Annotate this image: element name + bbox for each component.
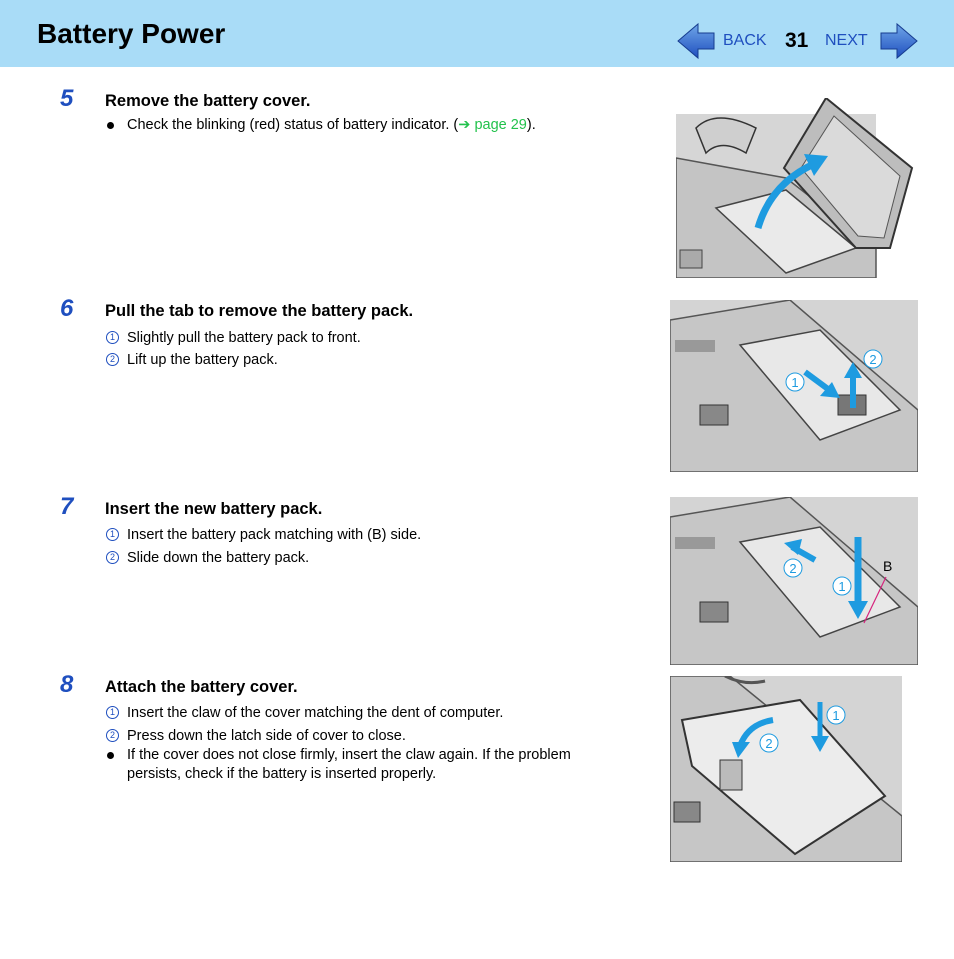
step-title: Pull the tab to remove the battery pack. [105, 302, 414, 320]
figure-label: 1 [832, 708, 839, 723]
circled-number-1: 1 [106, 706, 119, 719]
circled-number-2: 2 [106, 551, 119, 564]
bullet-icon [107, 122, 114, 129]
figure-label: 1 [838, 579, 845, 594]
next-arrow-icon[interactable] [879, 22, 919, 60]
step-title: Insert the new battery pack. [105, 500, 323, 518]
circled-number-1: 1 [106, 528, 119, 541]
figure-label: 2 [765, 736, 772, 751]
attach-cover-illustration: 1 2 [670, 676, 902, 862]
page-link[interactable]: page 29 [474, 117, 527, 133]
instruction-item-continued: persists, check if the battery is insert… [127, 766, 437, 782]
instruction-item: 2 Lift up the battery pack. [106, 352, 278, 368]
figure-label: B [883, 558, 892, 574]
page-header [0, 0, 954, 67]
instruction-item: 2 Slide down the battery pack. [106, 550, 309, 566]
back-arrow-icon[interactable] [676, 22, 716, 60]
step-number: 5 [60, 85, 74, 112]
page-link-arrow-icon: ➔ [458, 117, 471, 133]
back-link[interactable]: BACK [723, 32, 767, 49]
step-title: Remove the battery cover. [105, 92, 311, 110]
instruction-item: Check the blinking (red) status of batte… [107, 117, 536, 133]
circled-number-2: 2 [106, 353, 119, 366]
step-number: 8 [60, 671, 74, 698]
next-link[interactable]: NEXT [825, 32, 868, 49]
step-number: 7 [60, 493, 74, 520]
figure-label: 2 [869, 352, 876, 367]
instruction-item: 2 Press down the latch side of cover to … [106, 728, 406, 744]
bullet-icon [107, 752, 114, 759]
circled-number-2: 2 [106, 729, 119, 742]
figure-label: 1 [791, 375, 798, 390]
insert-battery-illustration: 2 1 B [670, 497, 918, 665]
instruction-item: 1 Insert the battery pack matching with … [106, 527, 421, 543]
step-number: 6 [60, 295, 74, 322]
remove-cover-illustration [676, 98, 914, 278]
circled-number-1: 1 [106, 331, 119, 344]
pull-battery-illustration: 1 2 [670, 300, 918, 472]
instruction-item: 1 Insert the claw of the cover matching … [106, 705, 503, 721]
instruction-item: If the cover does not close firmly, inse… [107, 747, 571, 763]
figure-label: 2 [789, 561, 796, 576]
page-number: 31 [785, 29, 809, 52]
instruction-item: 1 Slightly pull the battery pack to fron… [106, 330, 361, 346]
page-title: Battery Power [37, 18, 226, 49]
step-title: Attach the battery cover. [105, 678, 298, 696]
